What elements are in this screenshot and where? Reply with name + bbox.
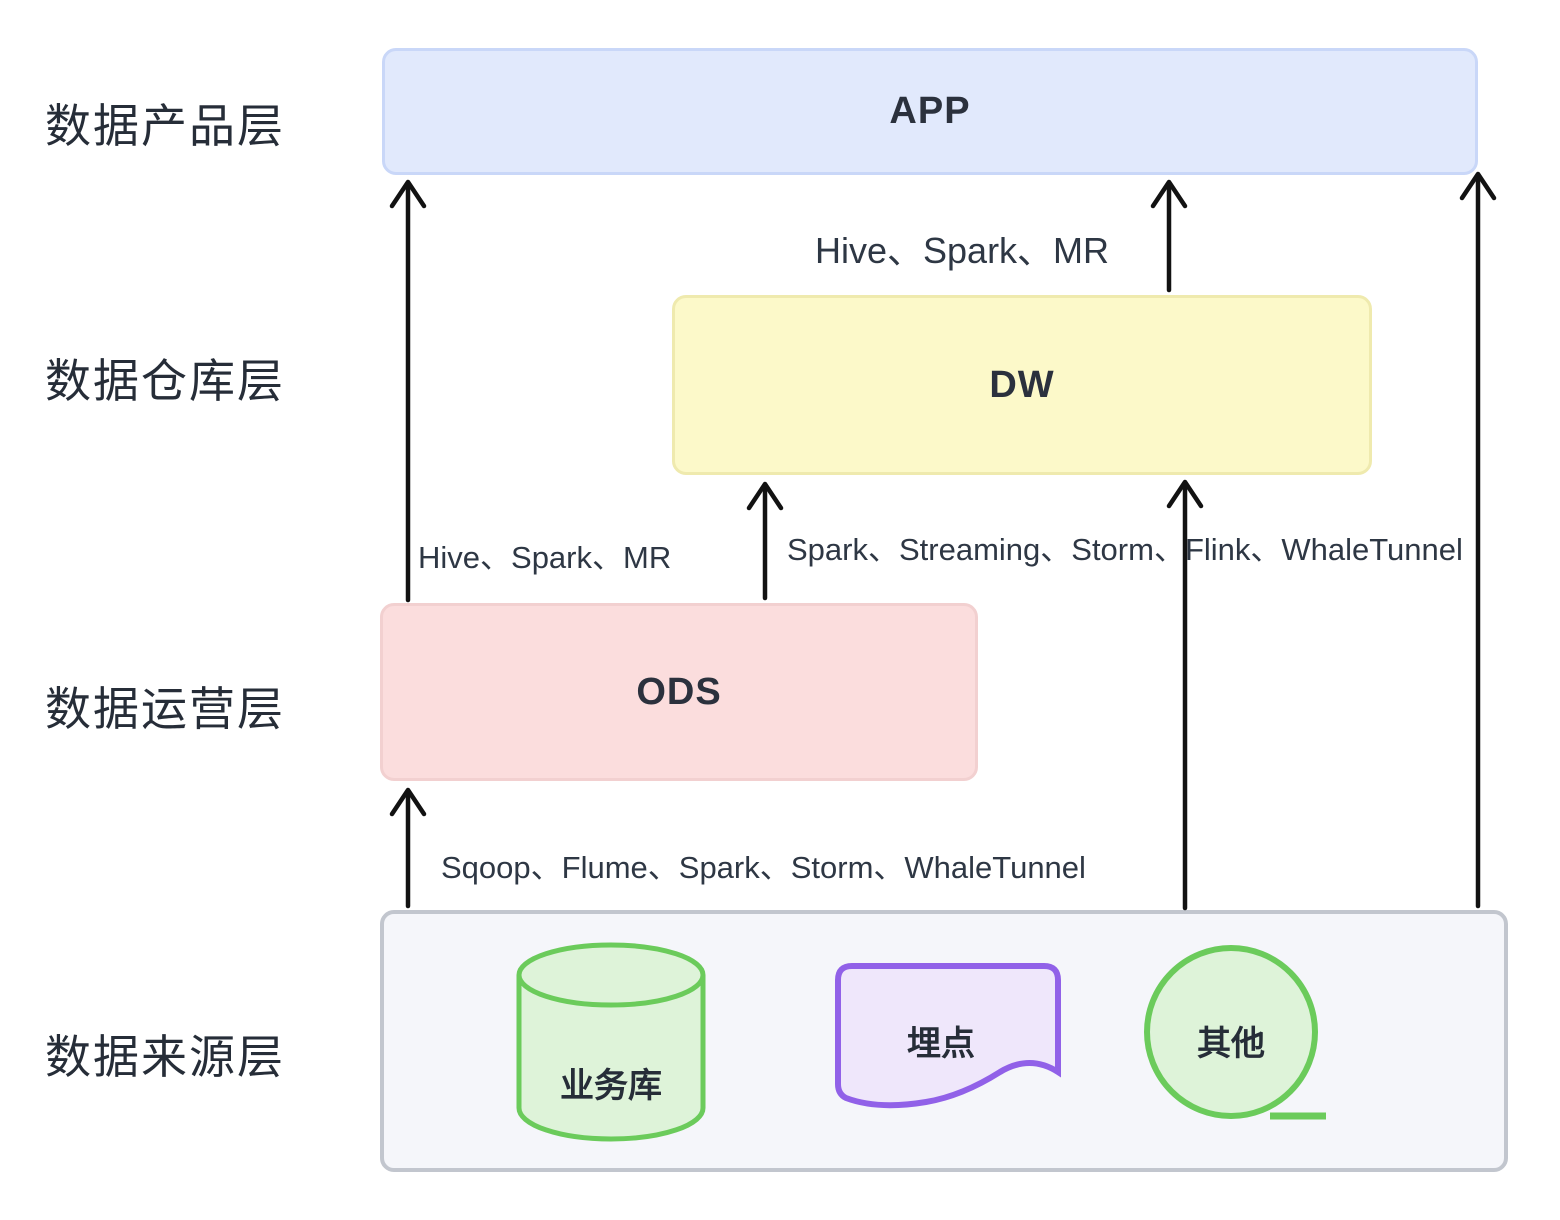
flow-label-source-to-ods: Sqoop、Flume、Spark、Storm、WhaleTunnel	[441, 850, 1086, 885]
layer-label-data-source: 数据来源层	[45, 1031, 285, 1083]
source-item-tracking-label: 埋点	[907, 1025, 975, 1063]
layer-label-data-warehouse: 数据仓库层	[45, 355, 285, 407]
flow-label-source-to-dw: Spark、Streaming、Storm、Flink、WhaleTunnel	[787, 532, 1463, 567]
dw-box: DW	[672, 295, 1372, 475]
database-cylinder-icon	[516, 942, 706, 1142]
arrow-source-to-app	[1459, 171, 1497, 909]
flow-label-ods-to-app: Hive、Spark、MR	[418, 540, 672, 575]
layer-label-data-operation: 数据运营层	[45, 683, 285, 735]
other-loop-circle-icon	[1144, 945, 1326, 1120]
source-item-business-db-label: 业务库	[560, 1067, 662, 1105]
layer-label-data-product: 数据产品层	[45, 100, 285, 152]
app-box-title: APP	[889, 90, 971, 132]
flow-label-dw-to-app: Hive、Spark、MR	[815, 230, 1110, 271]
arrow-dw-to-app	[1150, 179, 1188, 293]
source-item-other-label: 其他	[1197, 1025, 1265, 1063]
ods-box-title: ODS	[636, 670, 722, 713]
arrow-ods-to-dw	[746, 481, 784, 601]
dw-box-title: DW	[989, 363, 1055, 406]
app-box: APP	[382, 48, 1478, 175]
tracking-document-icon	[835, 963, 1061, 1109]
arrow-source-to-ods	[389, 787, 427, 909]
ods-box: ODS	[380, 603, 978, 781]
